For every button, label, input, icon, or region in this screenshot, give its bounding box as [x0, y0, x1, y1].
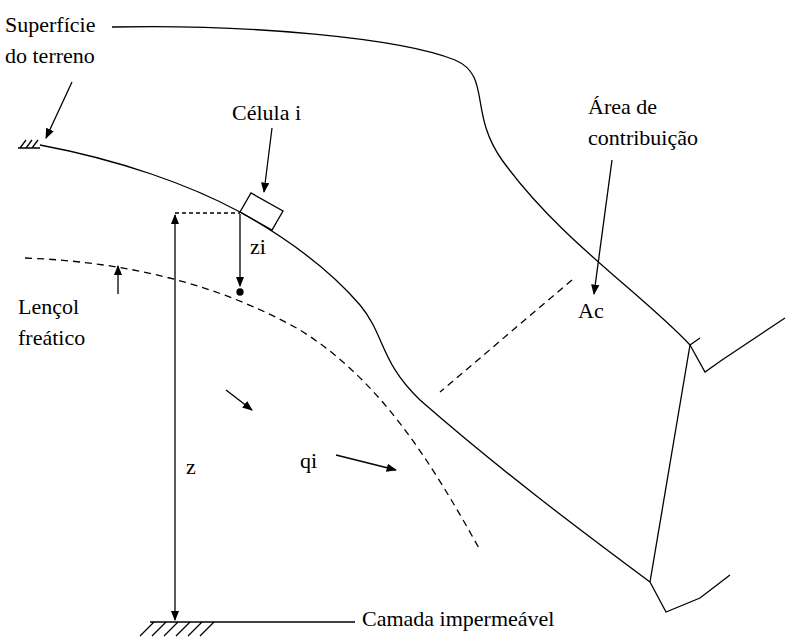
leader-line	[46, 82, 72, 138]
label: z	[186, 452, 196, 483]
layer-hatch	[140, 622, 214, 636]
label: Camada impermeável	[362, 604, 554, 635]
depth-line	[175, 212, 240, 213]
label: qi	[300, 446, 317, 477]
z-arrow	[174, 215, 175, 620]
ground-hatch	[18, 140, 40, 148]
zi-arrow	[239, 214, 240, 286]
cell-i	[240, 193, 283, 230]
label: Área de contribuição	[588, 92, 738, 154]
label: Superfície do terreno	[5, 10, 117, 72]
leader-line	[117, 266, 118, 294]
label: zi	[250, 232, 266, 263]
gully	[650, 318, 785, 612]
flow-arrow	[226, 390, 252, 410]
point	[237, 289, 243, 295]
water-table	[25, 258, 480, 550]
leader-line	[594, 160, 612, 294]
impermeable-layer	[150, 621, 355, 622]
label: Ac	[578, 296, 604, 327]
leader-line	[264, 128, 272, 192]
outlet-face	[650, 345, 690, 582]
label: Lençol freático	[18, 292, 123, 354]
flow-arrow	[336, 455, 396, 470]
ground-surface	[40, 145, 650, 582]
label: Célula i	[232, 98, 301, 129]
upper-boundary	[112, 27, 690, 345]
section-line	[440, 280, 572, 392]
